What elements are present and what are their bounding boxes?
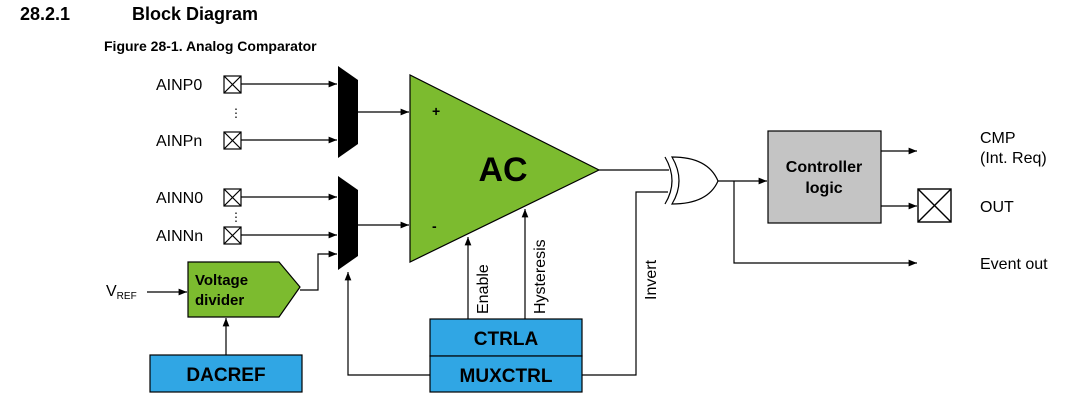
ainpn-pin — [223, 131, 242, 150]
figure-caption: Figure 28-1. Analog Comparator — [104, 38, 317, 54]
ainp0-label: AINP0 — [156, 77, 202, 94]
cmp-int-req-label: (Int. Req) — [980, 150, 1047, 167]
ctrla-register — [429, 318, 583, 357]
muxctrl-wire — [344, 272, 430, 376]
ainnn-label: AINNn — [156, 228, 203, 245]
cmp-label: CMP — [980, 130, 1016, 147]
negative-mux — [338, 176, 358, 270]
divider-to-mux-wire — [300, 250, 337, 291]
comparator-triangle — [409, 74, 601, 263]
comparator-label: AC — [478, 151, 527, 189]
controller-logic — [767, 130, 882, 224]
xor-gate — [664, 156, 719, 205]
ctrla-label: CTRLA — [474, 329, 539, 350]
controller-line2: logic — [805, 180, 842, 197]
minus-sign: - — [432, 218, 437, 234]
enable-label: Enable — [475, 264, 492, 314]
hysteresis-label: Hysteresis — [532, 239, 549, 314]
controller-line1: Controller — [786, 159, 862, 176]
section-heading: 28.2.1 Block Diagram — [20, 4, 258, 25]
dacref-label: DACREF — [186, 365, 265, 386]
ainp0-pin — [223, 75, 242, 94]
ainpn-label: AINPn — [156, 133, 202, 150]
section-number: 28.2.1 — [20, 4, 71, 24]
out-pin — [917, 188, 952, 223]
vref-label: VREF — [106, 283, 137, 302]
muxctrl-label: MUXCTRL — [460, 366, 553, 387]
ainn-ellipsis: ⋮ — [230, 210, 242, 224]
voltage-divider-line2: divider — [195, 292, 244, 309]
ainn0-label: AINN0 — [156, 190, 203, 207]
voltage-divider — [187, 261, 301, 318]
ainp-ellipsis: ⋮ — [230, 106, 242, 120]
positive-mux — [338, 66, 358, 158]
dacref-register — [149, 354, 303, 393]
ainnn-pin — [223, 226, 242, 245]
out-label: OUT — [980, 199, 1014, 216]
muxctrl-register — [429, 355, 583, 393]
plus-sign: + — [432, 103, 440, 119]
invert-label: Invert — [643, 259, 660, 300]
ainn0-pin — [223, 188, 242, 207]
event-out-wire — [733, 181, 917, 267]
event-out-label: Event out — [980, 256, 1048, 273]
invert-wire — [582, 191, 668, 376]
voltage-divider-line1: Voltage — [195, 272, 248, 289]
section-title: Block Diagram — [132, 4, 259, 24]
